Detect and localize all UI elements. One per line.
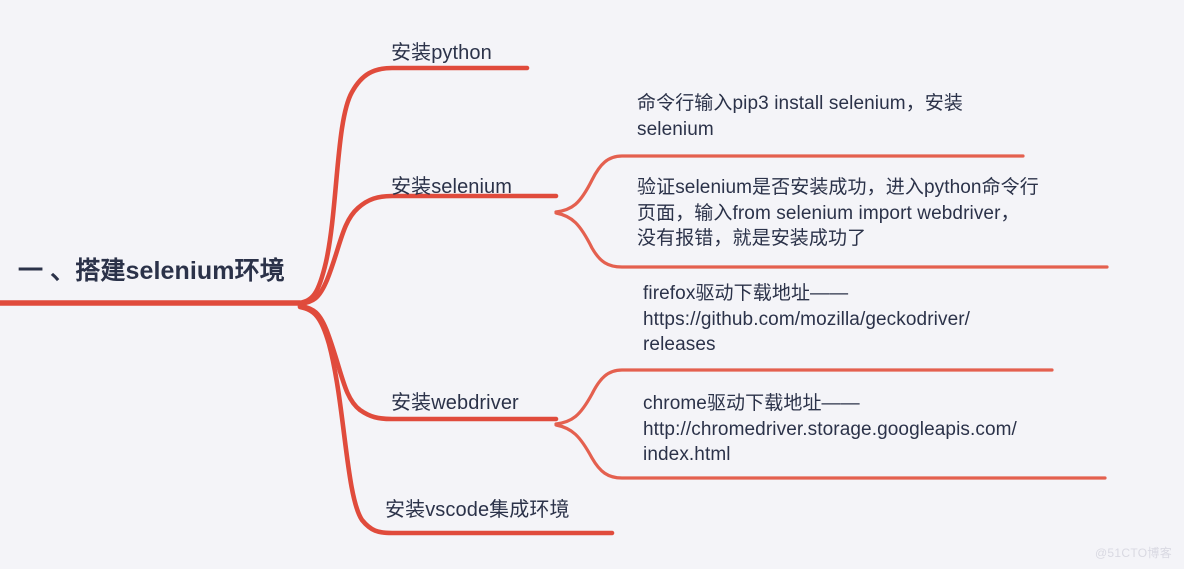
- node-install-selenium-label[interactable]: 安装selenium: [391, 176, 513, 198]
- branch-connector-install-selenium: [297, 193, 559, 307]
- node-verify-selenium-label[interactable]: 验证selenium是否安装成功，进入python命令行 页面，输入from s…: [637, 177, 1039, 250]
- node-pip-install-label[interactable]: 命令行输入pip3 install selenium，安装 selenium: [637, 93, 963, 140]
- node-install-webdriver-label[interactable]: 安装webdriver: [391, 392, 519, 414]
- watermark: @51CTO博客: [1094, 546, 1172, 560]
- node-install-python-label[interactable]: 安装python: [391, 42, 492, 64]
- node-install-vscode-label[interactable]: 安装vscode集成环境: [385, 499, 570, 521]
- node-firefox-driver-label[interactable]: firefox驱动下载地址—— https://github.com/mozil…: [643, 283, 971, 356]
- node-chrome-driver-label[interactable]: chrome驱动下载地址—— http://chromedriver.stora…: [643, 393, 1017, 466]
- node-root-label[interactable]: 一 、搭建selenium环境: [18, 257, 285, 285]
